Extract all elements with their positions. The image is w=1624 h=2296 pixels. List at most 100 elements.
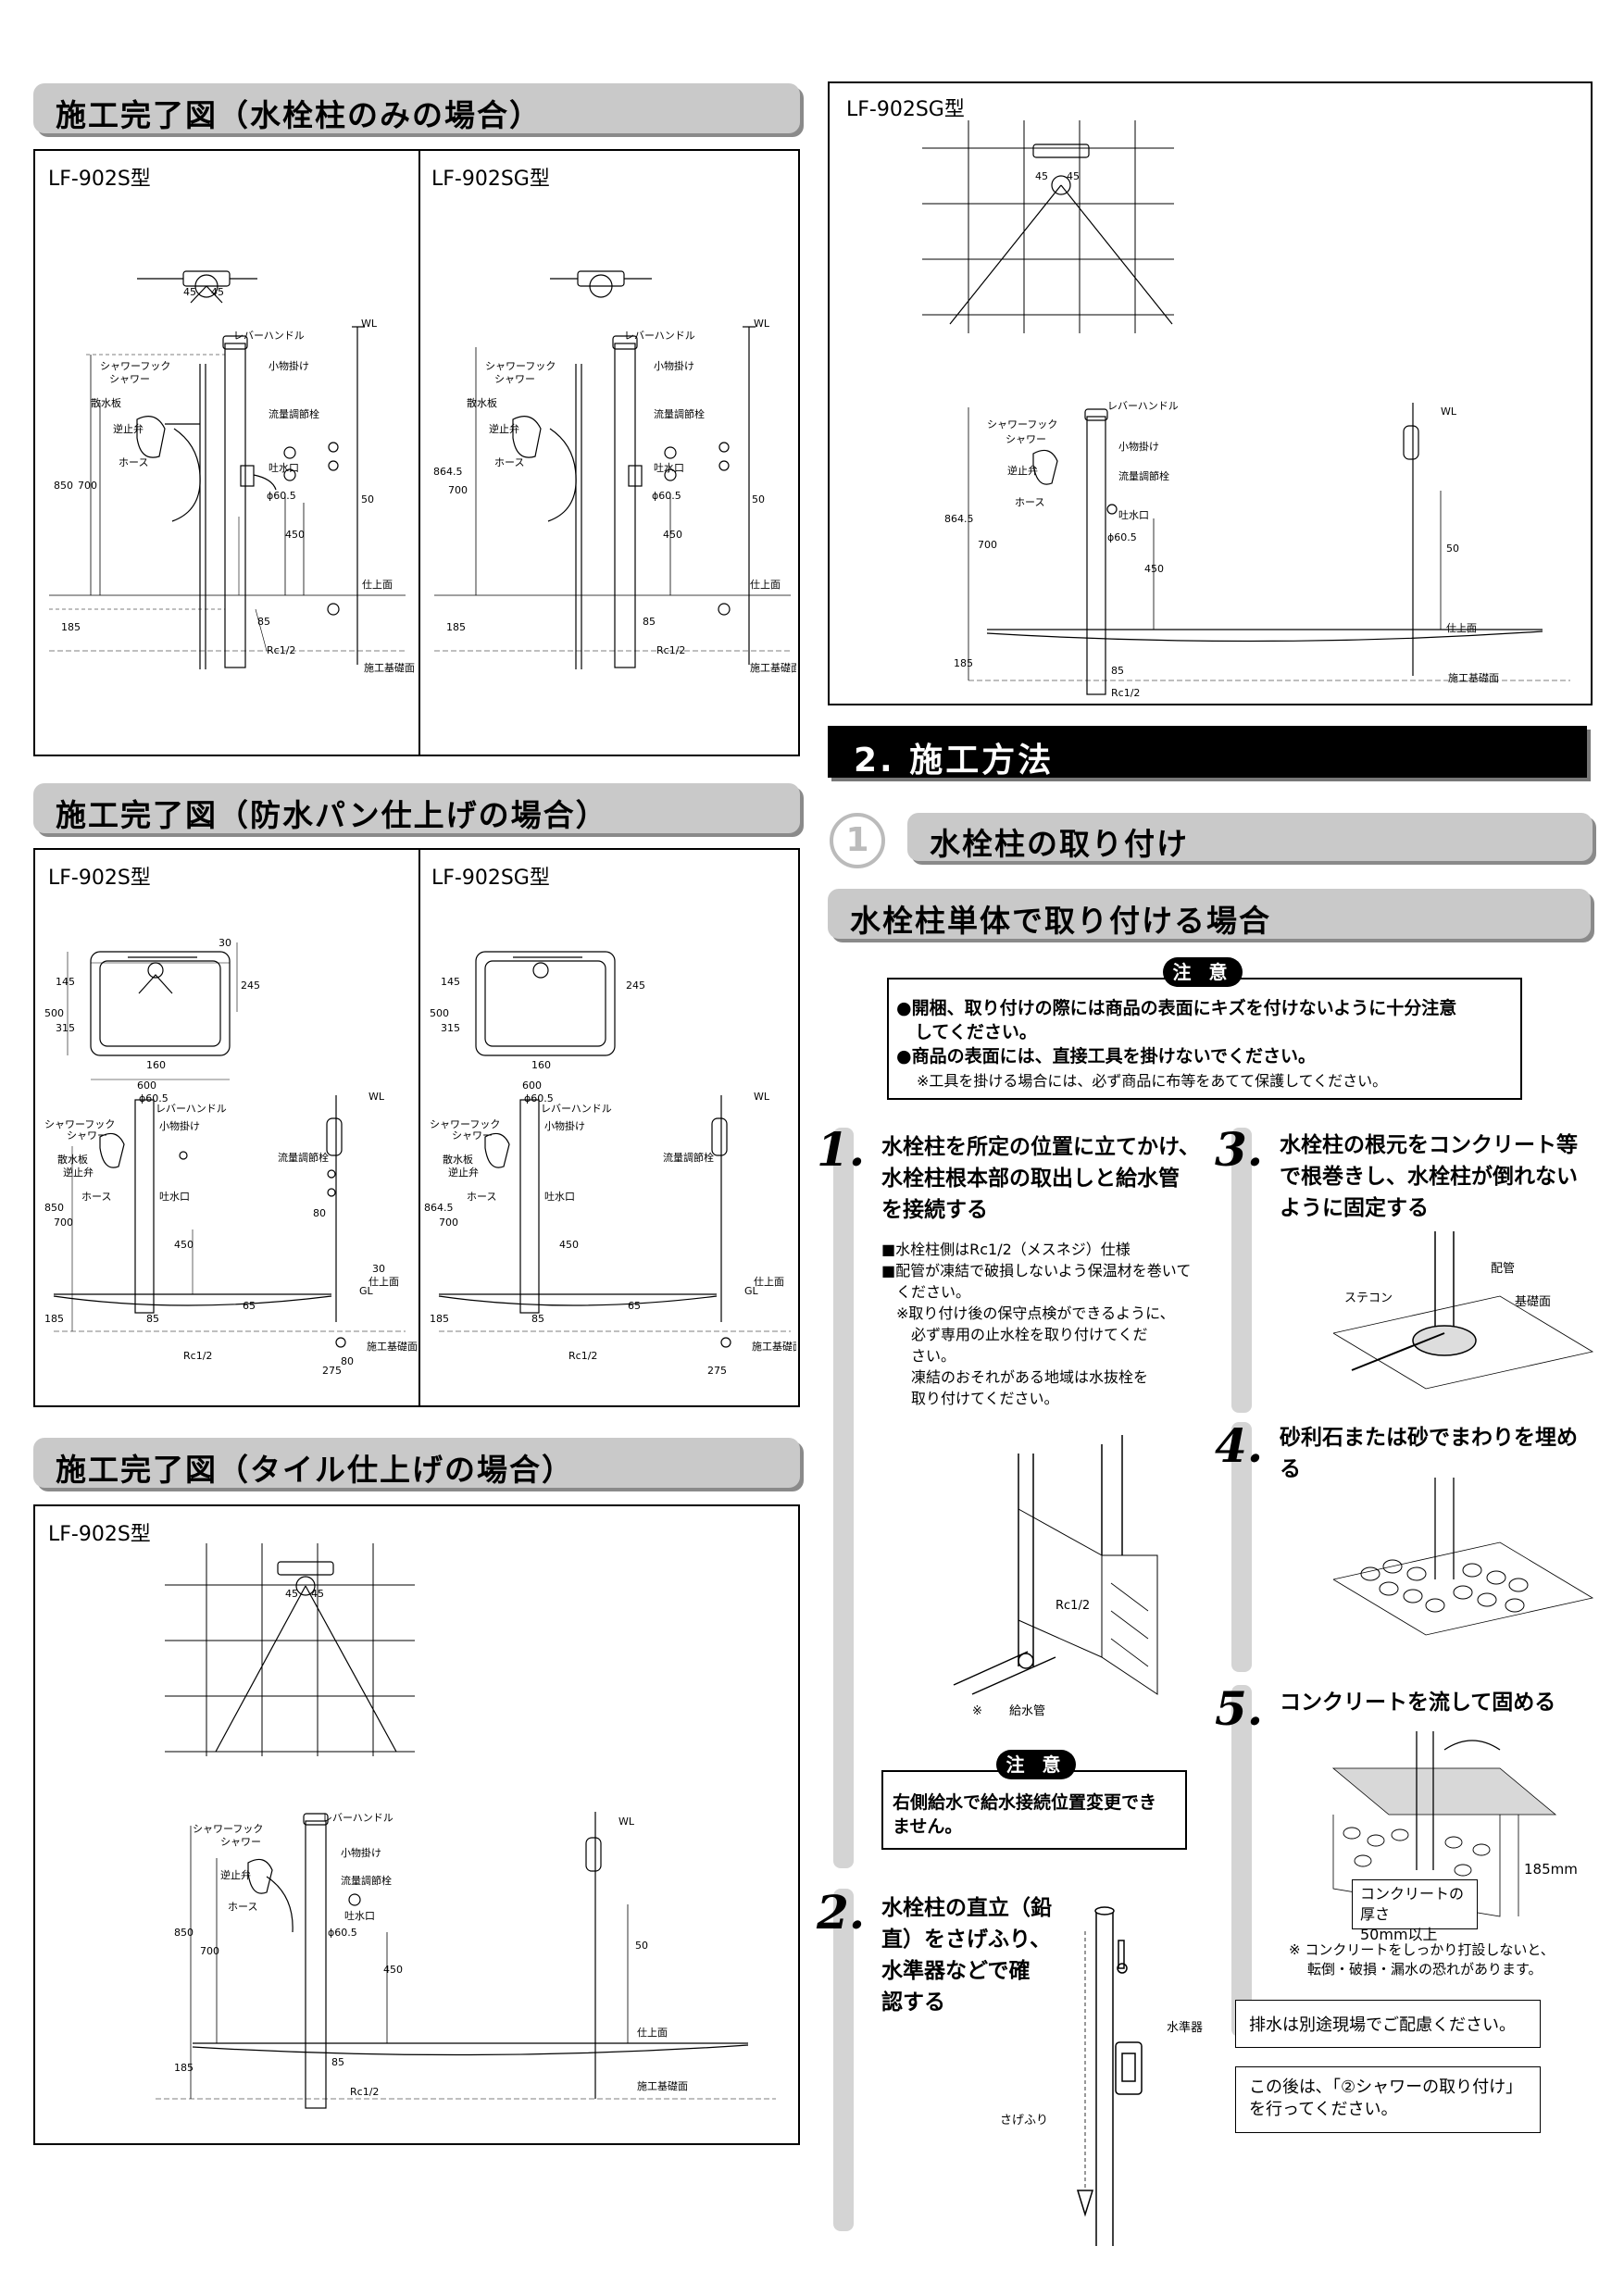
svg-text:185: 185 [44, 1313, 64, 1325]
svg-text:逆止弁: 逆止弁 [489, 422, 519, 435]
note-line: ※取り付け後の保守点検ができるように、 [896, 1304, 1175, 1322]
svg-text:450: 450 [174, 1239, 194, 1251]
svg-text:施工基礎面: 施工基礎面 [752, 1341, 796, 1353]
step-3-text: 水栓柱の根元をコンクリート等 で根巻きし、水栓柱が倒れない ように固定する [1280, 1129, 1578, 1224]
svg-text:水準器: 水準器 [1167, 2020, 1203, 2035]
svg-text:850: 850 [174, 1927, 194, 1939]
svg-text:30: 30 [372, 1263, 385, 1275]
next-line: この後は､「②シャワーの取り付け」 [1249, 2078, 1523, 2097]
svg-text:700: 700 [978, 539, 997, 551]
svg-text:450: 450 [1144, 563, 1164, 575]
step-line: 水栓柱根本部の取出しと給水管 [881, 1167, 1180, 1191]
svg-text:65: 65 [628, 1300, 641, 1312]
label-line: コンクリートの厚さ [1360, 1885, 1465, 1923]
svg-text:WL: WL [361, 318, 378, 330]
svg-text:850: 850 [54, 480, 73, 492]
svg-text:シャワー: シャワー [452, 1129, 493, 1142]
section-header-waterproof-pan: 施工完了図（防水パン仕上げの場合） [33, 783, 800, 833]
svg-text:WL: WL [618, 1816, 635, 1828]
step-2-number: 2. [817, 1885, 866, 1940]
svg-text:吐水口: 吐水口 [344, 1910, 375, 1922]
svg-text:315: 315 [441, 1022, 460, 1034]
step-line: 水準器などで確 [881, 1959, 1031, 1983]
section-header-pillar-only: 施工完了図（水栓柱のみの場合） [33, 83, 800, 133]
svg-text:シャワーフック: シャワーフック [987, 418, 1057, 430]
step-line: 砂利石または砂でまわりを埋め [1280, 1426, 1578, 1450]
step-rail-right-4 [1231, 1422, 1252, 1672]
pan-drawing-s: 145 500 315 245 30 160 600 ϕ60.5 レバーハンドル… [44, 937, 417, 1377]
svg-text:500: 500 [430, 1007, 449, 1019]
step-line: で根巻きし、水栓柱が倒れない [1280, 1165, 1578, 1189]
svg-text:仕上面: 仕上面 [750, 579, 781, 591]
caution-box: ●開梱、取り付けの際には商品の表面にキズを付けないように十分注意 してください。… [887, 978, 1522, 1100]
svg-text:小物掛け: 小物掛け [159, 1119, 200, 1132]
svg-text:ホース: ホース [81, 1191, 111, 1203]
svg-text:Rc1/2: Rc1/2 [1111, 687, 1140, 699]
svg-text:85: 85 [643, 616, 656, 628]
svg-text:30: 30 [219, 937, 231, 949]
svg-text:吐水口: 吐水口 [1118, 509, 1149, 521]
svg-text:ホース: ホース [1015, 496, 1044, 508]
svg-text:45: 45 [311, 1588, 324, 1600]
svg-text:ϕ60.5: ϕ60.5 [328, 1927, 357, 1939]
svg-text:450: 450 [559, 1239, 579, 1251]
svg-text:逆止弁: 逆止弁 [1007, 464, 1038, 477]
svg-text:レバーハンドル: レバーハンドル [1107, 400, 1179, 412]
svg-text:給水管: 給水管 [1009, 1704, 1045, 1718]
svg-text:600: 600 [137, 1079, 156, 1092]
step-line: ように固定する [1280, 1196, 1429, 1220]
svg-text:45: 45 [285, 1588, 298, 1600]
elevation-drawing-sg: シャワーフック シャワー 散水板 逆止弁 ホース レバーハンドル 小物掛け 流量… [433, 270, 796, 674]
svg-text:50: 50 [1446, 543, 1459, 555]
svg-text:シャワーフック: シャワーフック [430, 1118, 500, 1130]
svg-text:レバーハンドル: レバーハンドル [322, 1812, 394, 1824]
svg-text:散水板: 散水板 [91, 396, 121, 409]
svg-text:シャワー: シャワー [109, 373, 150, 385]
step-line: 水栓柱の根元をコンクリート等 [1280, 1133, 1578, 1157]
svg-text:ϕ60.5: ϕ60.5 [524, 1092, 554, 1104]
caution-line: ●商品の表面には、直接工具を掛けないでください。 [896, 1046, 1317, 1067]
svg-text:流量調節栓: 流量調節栓 [341, 1874, 392, 1887]
step-1-text: 水栓柱を所定の位置に立てかけ、 水栓柱根本部の取出しと給水管 を接続する [881, 1131, 1200, 1226]
svg-text:ホース: ホース [467, 1191, 496, 1203]
svg-text:逆止弁: 逆止弁 [448, 1166, 479, 1179]
svg-text:50: 50 [635, 1940, 648, 1952]
svg-text:レバーハンドル: レバーハンドル [541, 1103, 612, 1115]
svg-text:シャワーフック: シャワーフック [193, 1823, 263, 1835]
model-label-sg: LF-902SG型 [431, 168, 550, 191]
step-1-notes: ■水栓柱側はRc1/2（メスネジ）仕様 ■配管が凍結で破損しないよう保温材を巻い… [881, 1239, 1191, 1409]
svg-text:Rc1/2: Rc1/2 [183, 1350, 212, 1362]
svg-text:流量調節栓: 流量調節栓 [654, 407, 705, 420]
svg-text:基礎面: 基礎面 [1515, 1295, 1551, 1309]
next-step-box: この後は､「②シャワーの取り付け」 を行ってください。 [1235, 2066, 1541, 2133]
svg-text:185: 185 [61, 621, 81, 633]
svg-text:レバーハンドル: レバーハンドル [233, 330, 305, 342]
svg-text:小物掛け: 小物掛け [341, 1846, 381, 1859]
step-5-warning: ※ コンクリートをしっかり打設しないと、 転倒・破損・漏水の恐れがあります。 [1289, 1940, 1555, 1979]
figure-pillar-only: LF-902S型 LF-902SG型 [33, 149, 800, 756]
svg-text:500: 500 [44, 1007, 64, 1019]
svg-text:流量調節栓: 流量調節栓 [278, 1151, 329, 1164]
note-line: ■配管が凍結で破損しないよう保温材を巻いて [881, 1262, 1192, 1279]
svg-text:散水板: 散水板 [443, 1153, 473, 1166]
svg-text:小物掛け: 小物掛け [1118, 440, 1159, 453]
svg-text:ϕ60.5: ϕ60.5 [1107, 531, 1137, 543]
step-3-number: 3. [1215, 1122, 1264, 1177]
svg-text:Rc1/2: Rc1/2 [350, 2086, 379, 2098]
divider [418, 850, 420, 1405]
caution-line: してください。 [915, 1022, 1037, 1042]
svg-text:85: 85 [146, 1313, 159, 1325]
svg-text:小物掛け: 小物掛け [269, 359, 309, 372]
figure-waterproof-pan: LF-902S型 LF-902SG型 145 500 [33, 848, 800, 1407]
step-4-illustration [1333, 1478, 1594, 1636]
svg-text:245: 245 [241, 980, 260, 992]
svg-text:施工基礎面: 施工基礎面 [364, 662, 415, 674]
model-label-sg: LF-902SG型 [431, 867, 550, 890]
svg-text:逆止弁: 逆止弁 [220, 1868, 251, 1881]
step-2-text: 水栓柱の直立（鉛 直）をさげふり、 水準器などで確 認する [881, 1892, 1052, 2018]
svg-text:シャワーフック: シャワーフック [485, 360, 556, 372]
caution-line: 右側給水で給水接続位置変更でき [893, 1792, 1157, 1813]
caution-label: 注 意 [996, 1750, 1076, 1779]
figure-tile-sg: LF-902SG型 45 45 [828, 81, 1593, 705]
svg-text:245: 245 [626, 980, 645, 992]
